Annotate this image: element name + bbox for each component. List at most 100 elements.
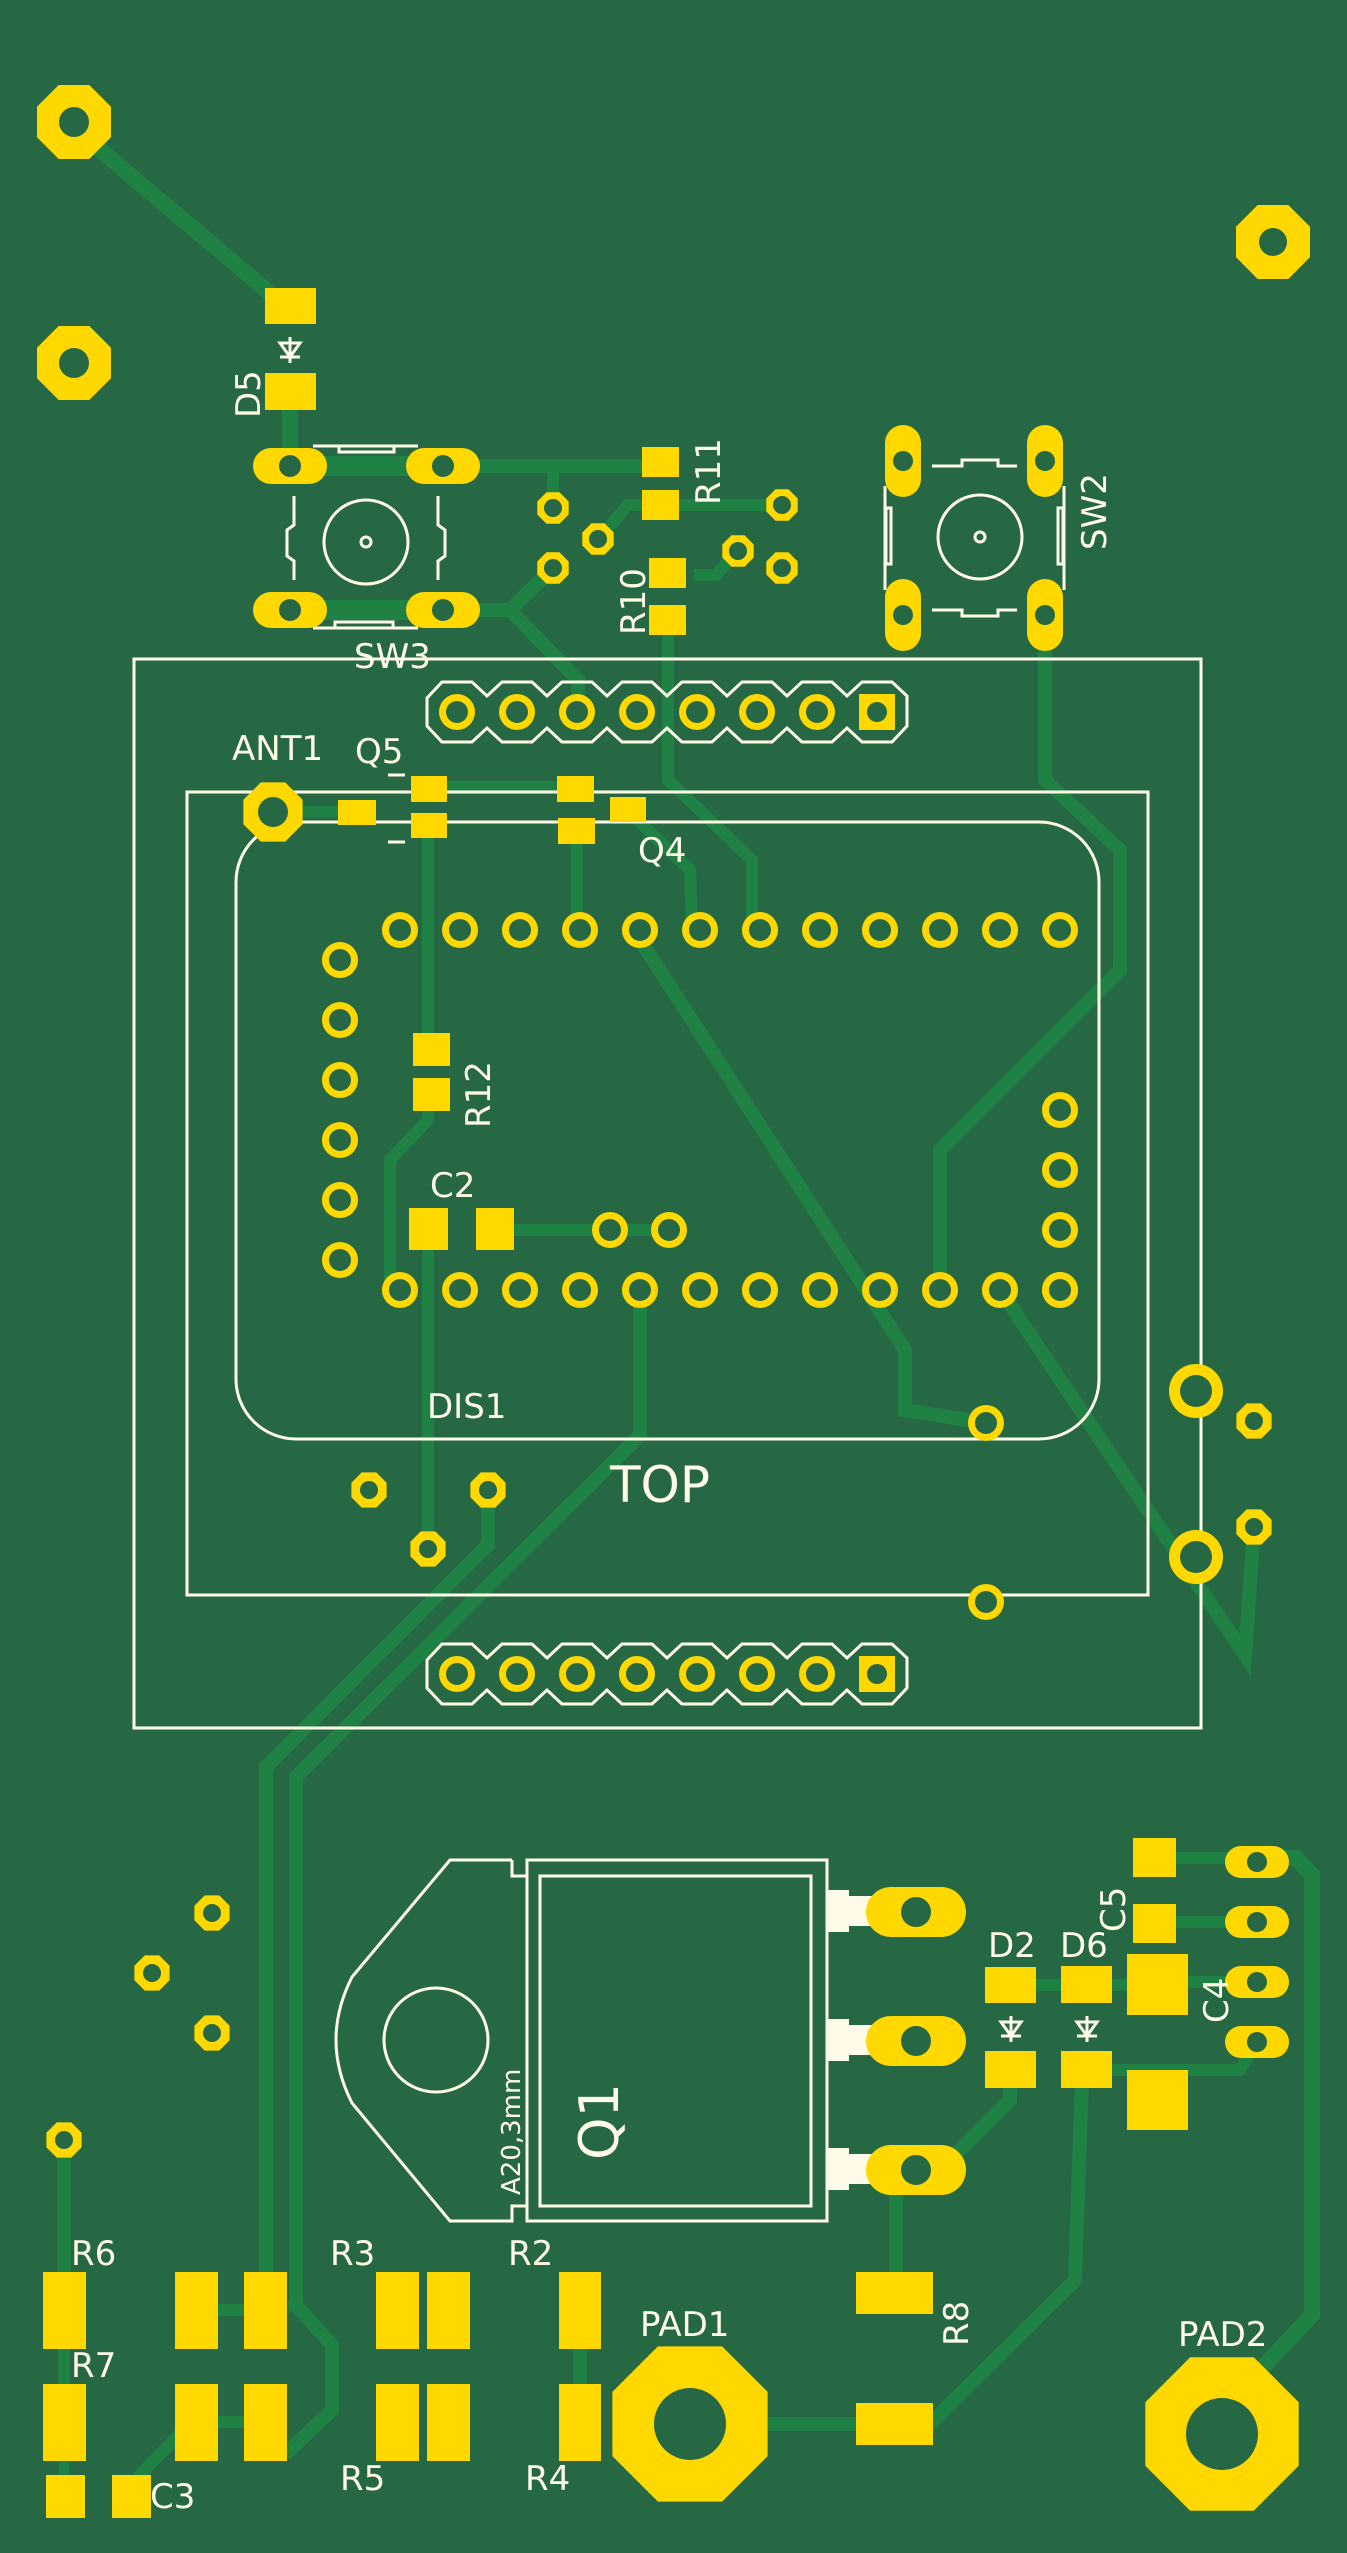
r4-pad [559, 2384, 601, 2461]
label-q5: Q5 [355, 732, 403, 772]
display-pin-bottom [442, 1272, 478, 1308]
display-pin-bottom [382, 1272, 418, 1308]
display-pin-bottom [562, 1272, 598, 1308]
via [194, 2015, 230, 2051]
q4-pad-2 [558, 818, 595, 844]
sw2-pad-2 [1027, 425, 1063, 497]
connector-pad-2 [1225, 1906, 1289, 1938]
connector-pad-1 [1225, 1846, 1289, 1878]
q1-pad-2 [866, 2016, 966, 2066]
c5-pad-2 [1133, 1904, 1176, 1943]
display-pin-bottom [922, 1272, 958, 1308]
trace-sw2-dis [933, 608, 1127, 1297]
q5-pad-3 [411, 813, 447, 838]
connector-pad-4 [1225, 2026, 1289, 2058]
via [410, 1531, 446, 1567]
label-r7: R7 [71, 2346, 116, 2386]
top-header-pin [679, 694, 715, 730]
sw3-pad-4 [406, 592, 480, 628]
mounting-hole-left [37, 326, 111, 400]
d2-pad-1 [985, 1967, 1036, 2003]
diode-symbol-d2 [998, 2016, 1024, 2042]
trace-mount-d5 [86, 136, 290, 312]
label-r2: R2 [508, 2234, 553, 2274]
traces [57, 136, 1320, 2484]
top-header-outline [425, 680, 909, 744]
bottom-header-outline [425, 1642, 909, 1706]
via [470, 1472, 506, 1508]
r2-pad [559, 2272, 601, 2349]
silkscreen [132, 337, 1203, 2223]
sw3-pad-2 [406, 448, 480, 484]
trace-dis-conn [990, 1280, 1262, 1676]
c5-pad-1 [1133, 1838, 1176, 1877]
connector-ring-2 [1169, 1530, 1223, 1584]
r11-pad-2 [642, 490, 679, 520]
label-pad1: PAD1 [640, 2305, 729, 2345]
display-pin-left [322, 1182, 358, 1218]
r3-pad-2 [427, 2272, 470, 2349]
display-pin-top [802, 912, 838, 948]
display-pin-right [1042, 1272, 1078, 1308]
labels: D5 SW3 SW2 R11 R10 ANT1 Q5 Q4 R12 C2 DIS… [71, 370, 1267, 2517]
bottom-header-pin [499, 1656, 535, 1692]
label-r12: R12 [459, 1061, 499, 1128]
via-c2-1 [592, 1212, 628, 1248]
label-q1: Q1 [568, 2083, 631, 2160]
via [1236, 1509, 1272, 1545]
display-pin-top [922, 912, 958, 948]
sw3-pad-3 [253, 592, 327, 628]
display-pin-left [322, 942, 358, 978]
q4-pad-3 [610, 797, 646, 822]
label-pad2: PAD2 [1178, 2315, 1267, 2355]
display-pin-left [322, 1002, 358, 1038]
top-header-pin [499, 694, 535, 730]
label-c5: C5 [1094, 1887, 1134, 1932]
label-q1-note: A20,3mm [497, 2069, 527, 2195]
r10-pad-2 [649, 605, 686, 635]
via [722, 535, 754, 567]
label-dis1: DIS1 [427, 1387, 506, 1427]
display-module-outline [132, 657, 1203, 1730]
q5-pad-1 [338, 800, 376, 825]
sw2-outline [883, 458, 1066, 618]
label-r3: R3 [330, 2234, 375, 2274]
label-sw3: SW3 [354, 637, 431, 677]
via [134, 1955, 170, 1991]
display-pin-top [622, 912, 658, 948]
display-pin-left [322, 1242, 358, 1278]
trace-dis-diagonal [630, 930, 995, 1432]
connector-ring-1 [1169, 1364, 1223, 1418]
bottom-header-pin [559, 1656, 595, 1692]
display-pin-right [1042, 1092, 1078, 1128]
pads [37, 85, 1310, 2518]
display-pin-bottom [682, 1272, 718, 1308]
display-pin-top [742, 912, 778, 948]
d5-pad-1 [265, 288, 316, 324]
display-pin-right [1042, 1212, 1078, 1248]
d6-pad-1 [1061, 1966, 1112, 2003]
sw2-pad-1 [885, 425, 921, 497]
r5-pad-2 [427, 2384, 470, 2461]
label-c3: C3 [150, 2477, 195, 2517]
c4-pad-2 [1127, 2070, 1188, 2130]
bottom-header-pin [439, 1656, 475, 1692]
bottom-header-pin [679, 1656, 715, 1692]
label-r4: R4 [525, 2459, 570, 2499]
label-d5: D5 [229, 370, 269, 418]
c3-pad-2 [112, 2475, 151, 2518]
d5-pad-2 [265, 373, 316, 410]
trace-r10-dis [662, 614, 758, 936]
display-pin-bottom [862, 1272, 898, 1308]
mounting-hole-top-left [37, 85, 111, 159]
via [537, 492, 569, 524]
r10-pad-1 [649, 558, 686, 588]
display-pin-top [1042, 912, 1078, 948]
q1-pad-3 [866, 2145, 966, 2195]
trace-via-bottom-2 [259, 1483, 495, 2279]
label-d2: D2 [988, 1926, 1036, 1966]
q4-pad-1 [557, 776, 594, 802]
d6-pad-2 [1061, 2051, 1112, 2088]
trace-q4-right [618, 801, 699, 937]
